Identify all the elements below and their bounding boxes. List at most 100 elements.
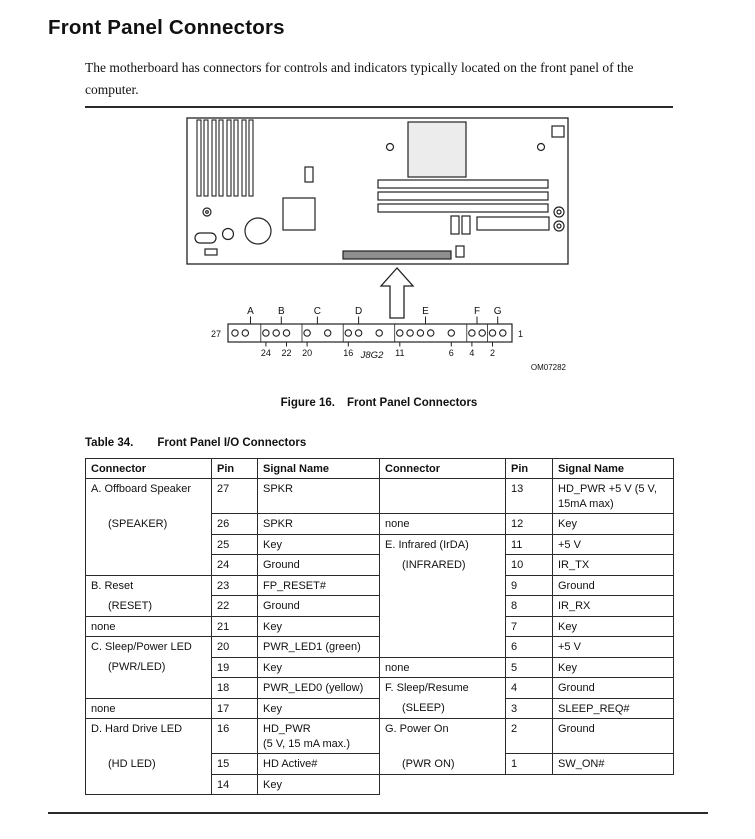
pin-number-label: 4	[469, 348, 474, 358]
cell-connector-right: E. Infrared (IrDA)	[379, 534, 506, 555]
chipset-icon	[282, 197, 316, 231]
cell-pin-right: 12	[505, 513, 553, 535]
cell-signal-right: IR_TX	[552, 554, 674, 576]
cell-pin-right: 8	[505, 595, 553, 617]
group-label: C	[314, 306, 321, 317]
cell-connector-left: (PWR/LED)	[85, 657, 212, 678]
cell-connector-right	[379, 478, 506, 515]
intro-paragraph: The motherboard has connectors for contr…	[85, 60, 634, 97]
cell-signal-left: Ground	[257, 554, 380, 576]
cell-pin-right: 7	[505, 616, 553, 638]
column-header-connector-left: Connector	[85, 458, 212, 479]
cell-signal-right: IR_RX	[552, 595, 674, 617]
battery-icon	[244, 217, 272, 245]
cell-pin-left: 14	[211, 774, 258, 796]
cell-signal-left: Key	[257, 657, 380, 679]
cell-signal-right	[553, 774, 674, 795]
dimm-slot-icon	[377, 179, 549, 189]
pin-hole-icon	[406, 329, 414, 337]
pin-hole-icon	[499, 329, 507, 337]
cell-connector-left	[85, 534, 212, 555]
pin-1-label: 1	[518, 329, 523, 339]
pin-hole-icon	[447, 329, 456, 337]
group-label: A	[247, 306, 254, 317]
cell-pin-left: 17	[211, 698, 258, 720]
dimm-slot-icon	[377, 203, 549, 213]
cell-signal-right: +5 V	[552, 534, 674, 556]
cell-connector-left: none	[85, 616, 212, 638]
cell-signal-left: HD Active#	[257, 753, 380, 775]
cell-pin-right: 3	[505, 698, 553, 720]
cell-connector-right	[379, 575, 506, 596]
cell-connector-right: (SLEEP)	[379, 698, 506, 720]
cell-pin-right: 4	[505, 677, 553, 699]
cell-connector-right: F. Sleep/Resume	[379, 677, 506, 699]
cell-pin-left: 16	[211, 718, 258, 755]
table-caption-label: Table 34.	[85, 437, 134, 449]
pin-hole-icon	[375, 329, 383, 337]
pin-hole-icon	[478, 329, 486, 337]
cell-connector-right	[379, 595, 506, 617]
cell-signal-left: Key	[257, 534, 380, 556]
cell-connector-right: G. Power On	[379, 718, 506, 754]
pin-hole-icon	[282, 329, 291, 337]
figure-caption: Figure 16.Front Panel Connectors	[85, 397, 673, 409]
cell-pin-left: 27	[211, 478, 258, 515]
cell-signal-left: PWR_LED1 (green)	[257, 636, 380, 658]
pin-hole-icon	[426, 329, 435, 337]
group-letter-labels: A B C D E F G	[247, 306, 502, 317]
drawing-number-label: OM07282	[531, 363, 567, 372]
group-label: G	[494, 306, 502, 317]
cell-signal-right: Ground	[552, 718, 674, 755]
cell-connector-left: A. Offboard Speaker	[85, 478, 212, 514]
table-header-row: Connector Pin Signal Name Connector Pin …	[85, 458, 674, 479]
cell-pin-right: 13	[505, 478, 553, 515]
cell-signal-right: Key	[552, 657, 674, 679]
pin-hole-icon	[323, 329, 332, 337]
cell-connector-left	[85, 554, 212, 576]
table-caption-text: Front Panel I/O Connectors	[157, 437, 307, 449]
board-components-icon	[194, 121, 565, 260]
group-label: F	[474, 306, 480, 317]
pin-hole-icon	[344, 329, 353, 337]
cell-pin-right: 9	[505, 575, 553, 597]
cell-pin-right: 10	[505, 554, 553, 576]
cell-signal-left: Key	[257, 698, 380, 720]
cell-pin-left: 20	[211, 636, 258, 658]
cell-signal-left: Key	[257, 774, 380, 796]
cell-connector-left: none	[85, 698, 212, 720]
cell-pin-left: 23	[211, 575, 258, 597]
group-label: B	[278, 306, 285, 317]
pin-number-label: 20	[302, 348, 312, 358]
expansion-slots-icon	[196, 119, 254, 197]
cell-pin-left: 22	[211, 595, 258, 617]
cell-signal-left: FP_RESET#	[257, 575, 380, 597]
cell-pin-right: 2	[505, 718, 553, 755]
pin-hole-icon	[303, 329, 311, 337]
column-header-pin-left: Pin	[211, 458, 258, 479]
pin-strip-holes	[231, 329, 507, 337]
pin-27-label: 27	[211, 329, 221, 339]
pin-number-ticks	[265, 342, 493, 347]
cell-connector-left	[85, 677, 212, 699]
cell-connector-left	[85, 774, 212, 796]
column-header-signal-left: Signal Name	[257, 458, 380, 479]
figure-caption-text: Front Panel Connectors	[346, 397, 478, 409]
pin-hole-icon	[262, 329, 270, 337]
cell-pin-left: 24	[211, 554, 258, 576]
cell-pin-left: 25	[211, 534, 258, 556]
cell-pin-left: 15	[211, 753, 258, 775]
cell-signal-right: HD_PWR +5 V (5 V, 15mA max)	[552, 478, 674, 515]
cell-signal-right: Key	[552, 513, 674, 535]
